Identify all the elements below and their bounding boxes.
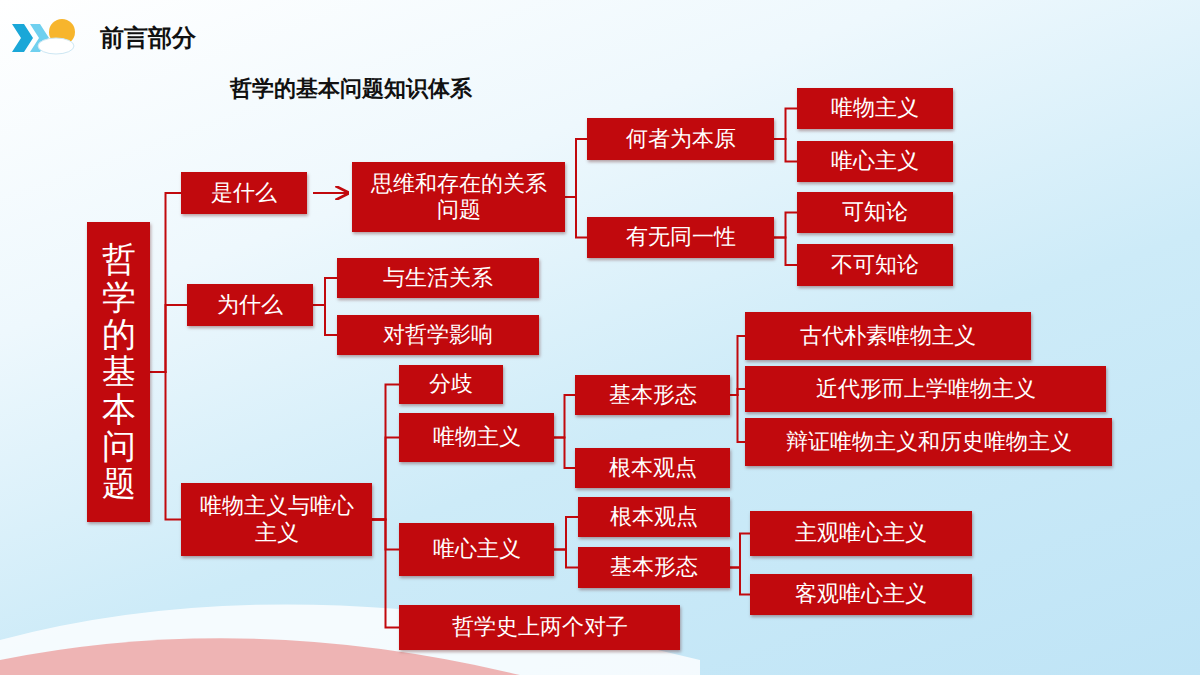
tree-connector: [372, 520, 399, 628]
topic-box: 根本观点: [578, 497, 730, 537]
box-text: 是什么: [211, 180, 277, 206]
tree-connector: [372, 385, 399, 520]
topic-box: 基本形态: [575, 375, 730, 415]
box-text: 古代朴素唯物主义: [800, 323, 976, 349]
tree-connector: [774, 213, 797, 238]
topic-box: 唯物主义与唯心主义: [181, 483, 372, 556]
box-text: 唯物主义: [831, 95, 919, 121]
topic-box: 对哲学影响: [337, 315, 539, 355]
topic-box: 有无同一性: [587, 217, 774, 258]
diagram-title: 哲学的基本问题知识体系: [230, 74, 472, 104]
tree-connector: [554, 438, 575, 469]
box-text: 为什么: [217, 292, 283, 318]
tree-connector: [774, 139, 797, 162]
tree-connector: [313, 278, 337, 305]
tree-connector: [730, 395, 745, 442]
topic-box: 分歧: [399, 365, 503, 404]
topic-box: 辩证唯物主义和历史唯物主义: [745, 418, 1112, 466]
tree-connector: [150, 372, 181, 520]
tree-connector: [774, 238, 797, 266]
box-text: 基本形态: [610, 554, 698, 580]
box-text: 分歧: [429, 371, 473, 397]
box-text: 思维和存在的关系问题: [362, 171, 555, 224]
tree-connector: [313, 192, 348, 194]
topic-box: 何者为本原: [587, 118, 774, 160]
topic-box: 基本形态: [578, 547, 730, 588]
topic-box: 客观唯心主义: [750, 574, 972, 615]
topic-box: 主观唯心主义: [750, 511, 972, 556]
tree-connector: [774, 109, 797, 140]
tree-connector: [730, 534, 750, 568]
section-header: 前言部分: [100, 22, 196, 54]
box-text: 基本形态: [609, 382, 697, 408]
topic-box: 唯物主义: [797, 88, 953, 129]
box-text: 对哲学影响: [383, 322, 493, 348]
box-text: 与生活关系: [383, 265, 493, 291]
topic-box: 唯物主义: [399, 413, 554, 462]
topic-box: 是什么: [181, 172, 307, 214]
tree-connector: [730, 568, 750, 595]
topic-box: 唯心主义: [399, 523, 554, 576]
topic-box: 不可知论: [797, 244, 953, 286]
chevron-icon: [12, 24, 33, 52]
box-text: 有无同一性: [626, 224, 736, 250]
tree-connector: [313, 305, 337, 335]
box-text: 主观唯心主义: [795, 520, 927, 546]
tree-connector: [150, 305, 187, 372]
box-text: 唯心主义: [831, 148, 919, 174]
topic-box: 近代形而上学唯物主义: [745, 366, 1106, 412]
topic-box: 唯心主义: [797, 141, 953, 182]
cloud-icon: [38, 38, 74, 54]
box-text: 不可知论: [831, 252, 919, 278]
tree-connector: [554, 550, 578, 568]
box-text: 何者为本原: [626, 126, 736, 152]
topic-box: 根本观点: [575, 448, 730, 488]
topic-box: 哲学的基本问题: [87, 222, 150, 522]
tree-connector: [554, 517, 578, 550]
box-text: 近代形而上学唯物主义: [816, 376, 1036, 402]
topic-box: 思维和存在的关系问题: [352, 162, 565, 232]
topic-box: 哲学史上两个对子: [399, 605, 680, 650]
tree-connector: [565, 139, 587, 197]
topic-box: 可知论: [797, 192, 953, 233]
topic-box: 古代朴素唯物主义: [745, 312, 1031, 360]
box-text: 唯物主义: [433, 424, 521, 450]
tree-connector: [730, 336, 745, 395]
box-text: 唯物主义与唯心主义: [191, 493, 362, 546]
box-text: 辩证唯物主义和历史唯物主义: [786, 429, 1072, 455]
tree-connector: [372, 438, 399, 520]
tree-connector: [554, 395, 575, 438]
box-text: 根本观点: [610, 504, 698, 530]
box-text: 哲学的基本问题: [102, 241, 136, 503]
white-swoosh: [0, 604, 700, 675]
topic-box: 为什么: [187, 284, 313, 326]
box-text: 唯心主义: [433, 536, 521, 562]
box-text: 哲学史上两个对子: [452, 614, 628, 640]
tree-connector: [565, 197, 587, 238]
box-text: 可知论: [842, 199, 908, 225]
box-text: 根本观点: [609, 455, 697, 481]
topic-box: 与生活关系: [337, 258, 539, 298]
box-text: 客观唯心主义: [795, 581, 927, 607]
